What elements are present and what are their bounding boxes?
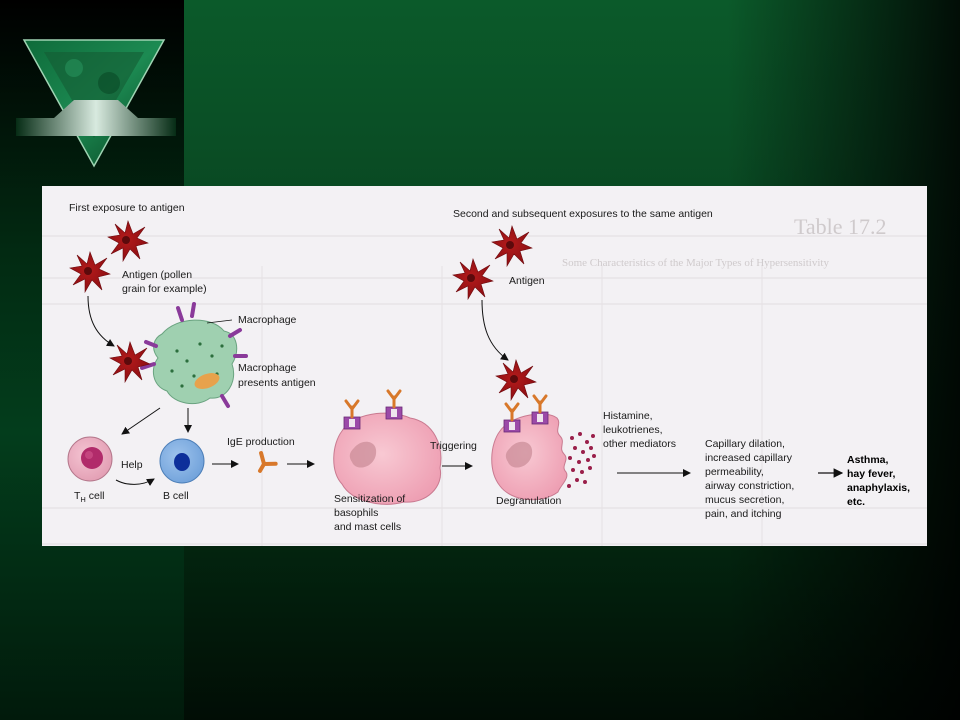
- antigen-label-line2: grain for example): [122, 283, 207, 295]
- antigen-icon: [107, 220, 149, 262]
- background-table-ghost: Table 17.2 Some Characteristics of the M…: [42, 214, 927, 546]
- b-cell: [159, 438, 205, 484]
- macrophage-cell: [140, 302, 248, 408]
- effects-line1: Capillary dilation,: [705, 438, 785, 450]
- sensitization-line2: basophils: [334, 507, 378, 519]
- ige-production-label: IgE production: [227, 436, 295, 448]
- macrophage-presents-line1: Macrophage: [238, 362, 297, 374]
- th-cell: [67, 436, 113, 482]
- effects-line3: permeability,: [705, 466, 764, 478]
- effects-line6: pain, and itching: [705, 508, 782, 520]
- ige-antibody-icon: [258, 451, 278, 473]
- antigen-right-label: Antigen: [509, 275, 545, 287]
- mediators-line2: leukotrienes,: [603, 424, 663, 436]
- mast-cell-degranulating: [491, 394, 596, 501]
- green-marble-triangle-icon: [16, 39, 176, 168]
- th-cell-label: TH cell: [74, 490, 105, 504]
- mediators-line3: other mediators: [603, 438, 676, 450]
- outcome-line1: Asthma,: [847, 454, 889, 466]
- b-cell-label: B cell: [163, 490, 189, 502]
- triggering-label: Triggering: [430, 440, 477, 452]
- ghost-table-title: Table 17.2: [794, 214, 887, 239]
- antigen-icon: [495, 359, 537, 401]
- degranulation-label: Degranulation: [496, 495, 562, 507]
- antigen-icon: [452, 258, 494, 300]
- ghost-table-subtitle: Some Characteristics of the Major Types …: [562, 257, 829, 269]
- outcome-line4: etc.: [847, 496, 865, 508]
- mast-cell-sensitized: [333, 389, 442, 505]
- antigen-icon: [69, 251, 111, 293]
- antigen-icon: [491, 225, 533, 267]
- sensitization-line3: and mast cells: [334, 521, 401, 533]
- macrophage-label: Macrophage: [238, 314, 297, 326]
- second-exposure-heading: Second and subsequent exposures to the s…: [453, 208, 713, 220]
- outcome-line3: anaphylaxis,: [847, 482, 910, 494]
- diagram-panel: Table 17.2 Some Characteristics of the M…: [42, 186, 927, 546]
- antigen-icon: [109, 341, 151, 383]
- effects-line2: increased capillary: [705, 452, 793, 464]
- type1-hypersensitivity-diagram: Table 17.2 Some Characteristics of the M…: [42, 202, 927, 546]
- macrophage-presents-line2: presents antigen: [238, 377, 316, 389]
- sensitization-line1: Sensitization of: [334, 493, 405, 505]
- effects-line4: airway constriction,: [705, 480, 794, 492]
- outcome-line2: hay fever,: [847, 468, 896, 480]
- antigen-label-line1: Antigen (pollen: [122, 269, 192, 281]
- first-exposure-heading: First exposure to antigen: [69, 202, 185, 214]
- help-label: Help: [121, 459, 143, 471]
- mediators-line1: Histamine,: [603, 410, 653, 422]
- effects-line5: mucus secretion,: [705, 494, 784, 506]
